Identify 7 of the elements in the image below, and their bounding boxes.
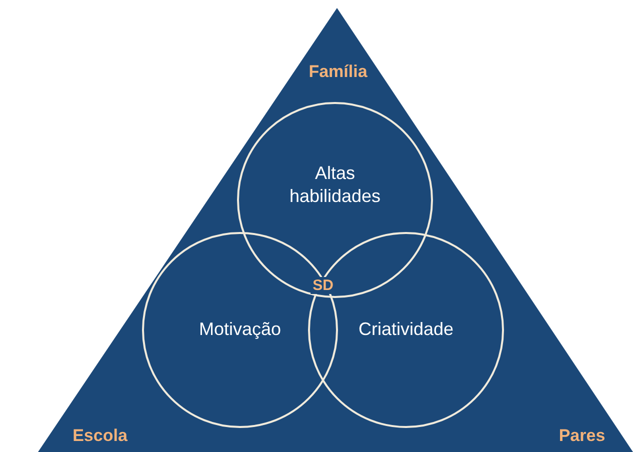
circle-label: Motivação — [198, 318, 282, 341]
intersection-label: SD — [310, 277, 336, 294]
circle-label: Criatividade — [357, 318, 455, 341]
corner-label: Escola — [72, 426, 128, 446]
corner-label: Pares — [558, 426, 606, 446]
circle-label: Altas habilidades — [288, 162, 382, 208]
corner-label: Família — [308, 62, 368, 82]
